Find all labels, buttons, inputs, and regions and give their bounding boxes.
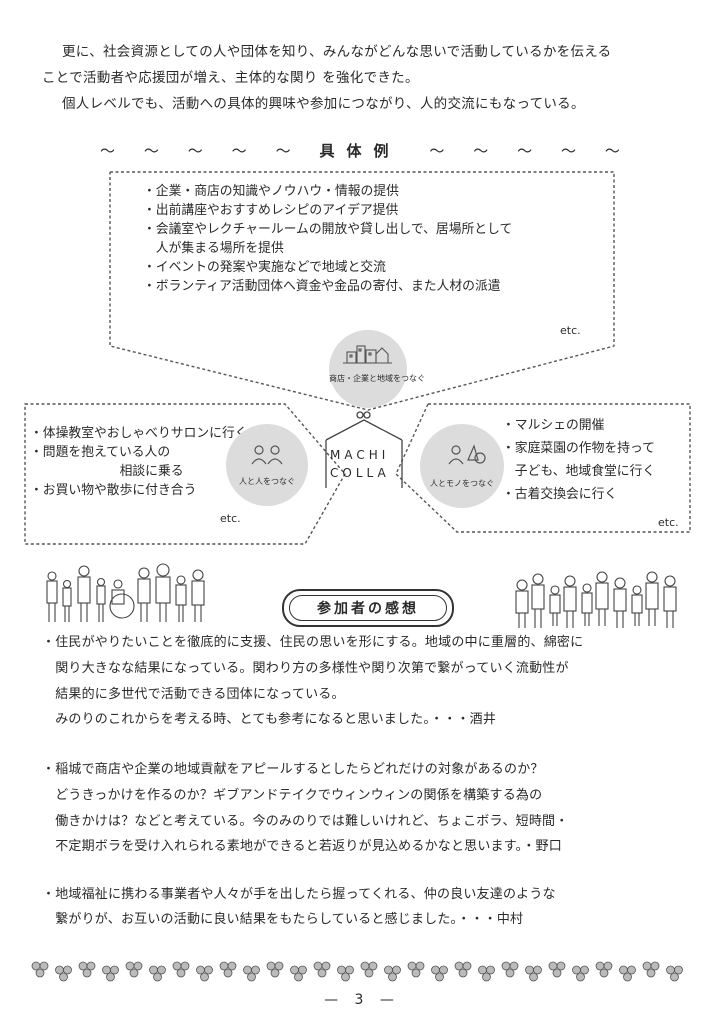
comment-line: 関り大きなな結果になっている。関わり方の多様性や関り次第で繋がっていく流動性が	[42, 661, 569, 676]
comment-line: ・地域福祉に携わる事業者や人々が手を出したら握ってくれる、仲の良い友達のような	[42, 887, 556, 902]
right-frame	[395, 403, 691, 533]
two-people-icon	[251, 445, 283, 465]
list-item: ・古着交換会に行く	[502, 487, 618, 502]
etc-label: etc.	[560, 324, 581, 337]
comment-line: みのりのこれからを考える時、とても参考になると思いました。・・・酒井	[42, 712, 497, 727]
clover-icon	[525, 965, 542, 982]
list-item: ・お買い物や散歩に付き合う	[30, 483, 197, 498]
left-frame	[24, 403, 346, 545]
clover-icon	[219, 961, 237, 978]
clover-icon	[196, 965, 213, 982]
clover-icon	[31, 961, 49, 978]
logo-text: MACHI	[330, 448, 390, 462]
clover-icon	[478, 965, 495, 982]
clover-icon	[431, 965, 448, 982]
people-vegetables-icon	[448, 444, 486, 465]
clover-icon	[125, 961, 143, 978]
tilde-ornament: ～	[604, 142, 620, 160]
list-item: ・企業・商店の知識やノウハウ・情報の提供	[143, 184, 399, 199]
clover-icon	[407, 961, 425, 978]
clover-border	[31, 961, 683, 982]
impressions-title: 参加者の感想	[289, 595, 447, 621]
comment-line: 結果的に多世代で活動できる団体になっている。	[42, 687, 345, 702]
clover-icon	[384, 965, 401, 982]
intro-line: 更に、社会資源としての人や団体を知り、みんながどんな思いで活動しているかを伝える	[62, 44, 612, 60]
etc-label: etc.	[220, 512, 241, 525]
clover-icon	[78, 961, 96, 978]
clover-icon	[172, 961, 190, 978]
list-item: 子ども、地域食堂に行く	[502, 464, 656, 479]
examples-heading: ～ ～ ～ ～ ～ 具体例 ～ ～ ～ ～ ～	[100, 140, 620, 161]
comment-line: ・稲城で商店や企業の地域貢献をアピールするとしたらどれだけの対象があるのか？	[42, 762, 544, 777]
clover-icon	[102, 965, 119, 982]
examples-title: 具体例	[319, 142, 401, 160]
etc-label: etc.	[658, 516, 679, 529]
list-item: ・体操教室やおしゃべりサロンに行く	[30, 426, 248, 441]
clover-icon	[501, 961, 519, 978]
tilde-ornament: ～	[143, 142, 159, 160]
circle-shop-community: 商店・企業と地域をつなぐ	[329, 330, 425, 408]
clover-icon	[243, 965, 260, 982]
tilde-ornament: ～	[517, 142, 533, 160]
circle-label: 人とモノをつなぐ	[430, 479, 494, 488]
clover-icon	[337, 965, 354, 982]
tilde-ornament: ～	[429, 142, 445, 160]
comment-line: どうきっかけを作るのか？ギブアンドテイクでウィンウィンの関係を構築する為の	[42, 788, 543, 803]
logo-text: COLLA	[330, 466, 390, 480]
clover-icon	[642, 961, 660, 978]
top-frame	[109, 171, 615, 411]
tilde-ornament: ～	[100, 142, 116, 160]
people-group-illustration-right	[515, 571, 677, 628]
clover-icon	[454, 961, 472, 978]
list-item: ・マルシェの開催	[502, 418, 605, 433]
tilde-ornament: ～	[187, 142, 203, 160]
comment-line: 不定期ボラを受け入れられる素地ができると若返りが見込めるかなと思います。・野口	[42, 839, 562, 854]
circle-label: 人と人をつなぐ	[239, 477, 295, 486]
circle-people-things: 人とモノをつなぐ	[420, 424, 504, 508]
clover-icon	[149, 965, 166, 982]
circle-label: 商店・企業と地域をつなぐ	[329, 374, 425, 383]
top-box-list: ・企業・商店の知識やノウハウ・情報の提供 ・出前講座やおすすめレシピのアイデア提…	[143, 182, 512, 296]
left-box-list: ・体操教室やおしゃべりサロンに行く ・問題を抱えている人の 相談に乗る ・お買い…	[30, 424, 248, 500]
clover-icon	[266, 961, 284, 978]
clover-icon	[313, 961, 331, 978]
list-item: ・ボランティア活動団体へ資金や金品の寄付、また人材の派遣	[143, 279, 501, 294]
clover-icon	[666, 965, 683, 982]
clover-icon	[55, 965, 72, 982]
list-item: ・家庭菜園の作物を持って	[502, 441, 655, 456]
list-item: 相談に乗る	[30, 464, 184, 479]
list-item: ・出前講座やおすすめレシピのアイデア提供	[143, 203, 399, 218]
clover-icon	[572, 965, 589, 982]
list-item: 人が集まる場所を提供	[143, 241, 284, 256]
comment-line: ・住民がやりたいことを徹底的に支援、住民の思いを形にする。地域の中に重層的、綿密…	[42, 635, 584, 650]
list-item: ・イベントの発案や実施などで地域と交流	[143, 260, 386, 275]
circle-people-people: 人と人をつなぐ	[226, 424, 308, 506]
page-number: — 3 —	[324, 992, 400, 1008]
clover-icon	[290, 965, 307, 982]
list-item: ・会議室やレクチャールームの開放や貸し出しで、居場所として	[143, 222, 513, 237]
clover-icon	[360, 961, 378, 978]
buildings-icon	[343, 345, 392, 364]
machi-colla-logo: MACHI COLLA	[316, 408, 412, 498]
impressions-title-box: 参加者の感想	[282, 589, 454, 627]
clover-icon	[548, 961, 566, 978]
tilde-ornament: ～	[275, 142, 291, 160]
clover-icon	[619, 965, 636, 982]
intro-line: ことで活動者や応援団が増え、主体的な関り を強化できた。	[42, 70, 419, 86]
tilde-ornament: ～	[561, 142, 577, 160]
tilde-ornament: ～	[473, 142, 489, 160]
house-roof-icon	[325, 411, 403, 488]
list-item: ・問題を抱えている人の	[30, 445, 171, 460]
intro-line: 個人レベルでも、活動への具体的興味や参加につながり、人的交流にもなっている。	[62, 96, 585, 112]
clover-icon	[595, 961, 613, 978]
comment-line: 働きかけは？などと考えている。今のみのりでは難しいけれど、ちょこボラ、短時間・	[42, 814, 569, 829]
tilde-ornament: ～	[231, 142, 247, 160]
people-group-illustration-left	[46, 563, 205, 622]
right-box-list: ・マルシェの開催 ・家庭菜園の作物を持って 子ども、地域食堂に行く ・古着交換会…	[502, 414, 655, 506]
comment-line: 繋がりが、お互いの活動に良い結果をもたらしていると感じました。・・・中村	[42, 912, 524, 927]
